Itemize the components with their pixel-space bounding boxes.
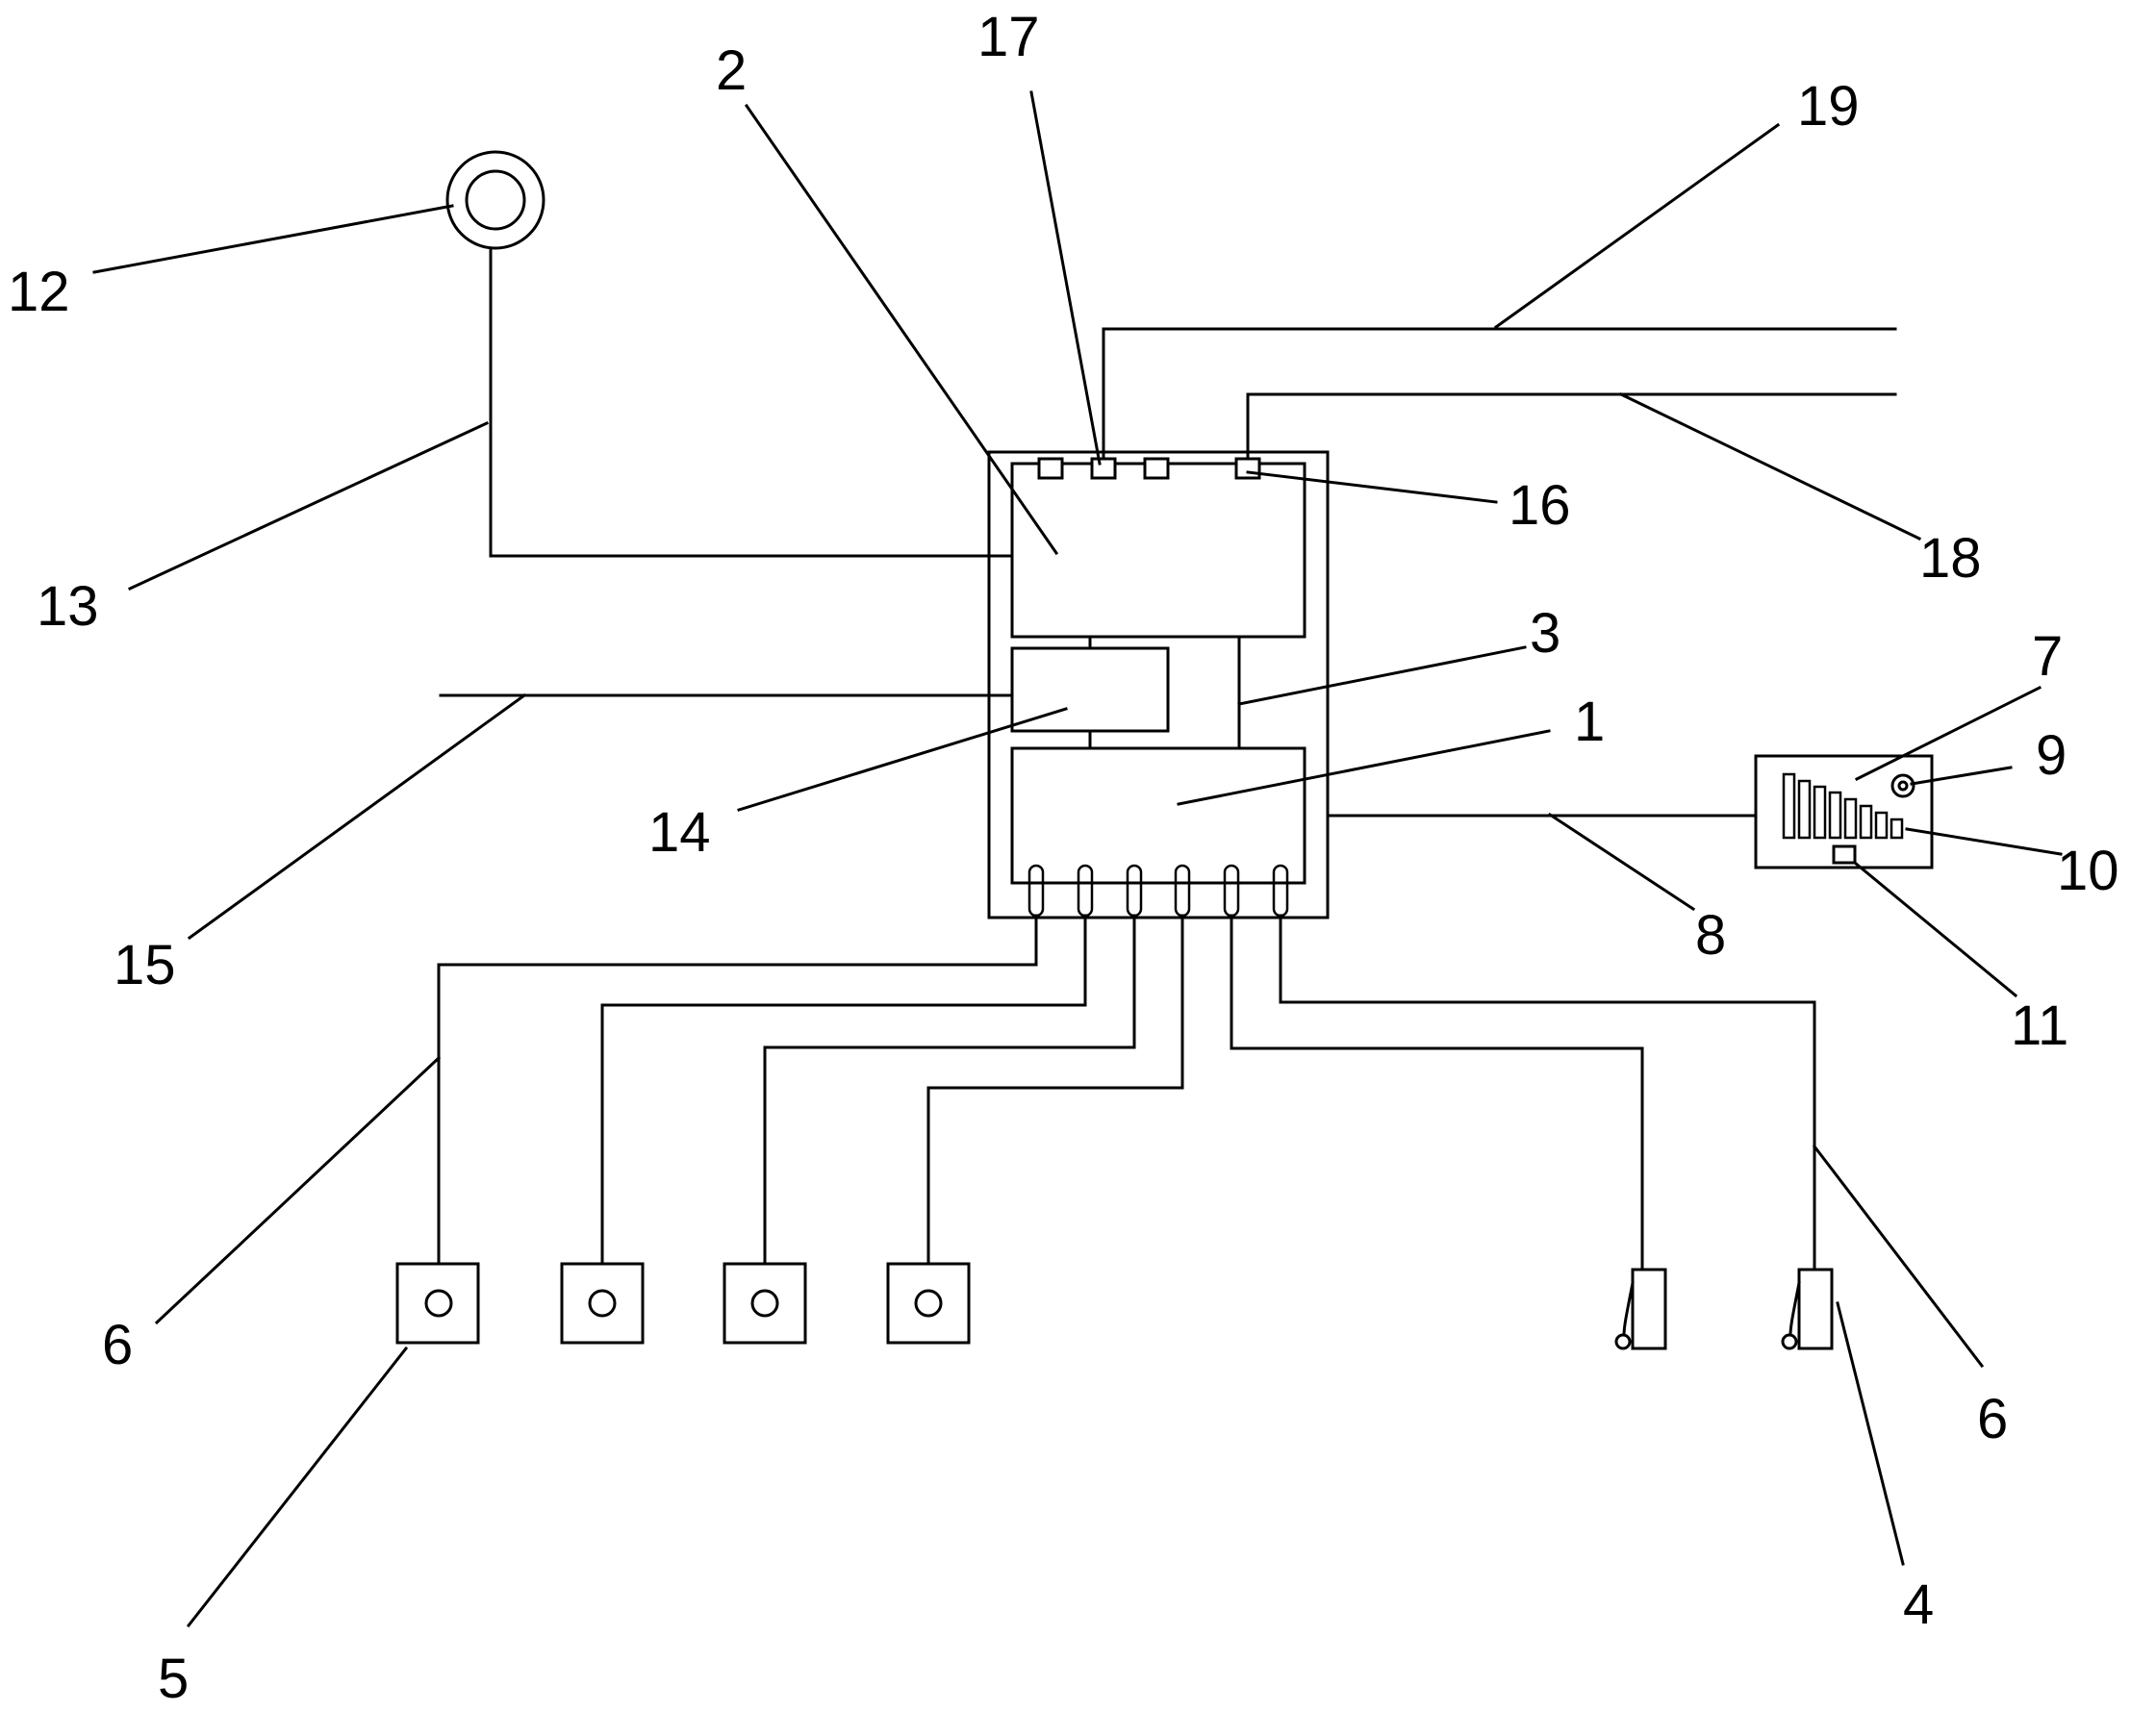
wire-sensor-a bbox=[437, 914, 1038, 1266]
indicator-9-inner bbox=[1897, 780, 1909, 792]
sensor-5-b-lens bbox=[588, 1289, 617, 1318]
label-1: 1 bbox=[1574, 691, 1605, 753]
sensor-5-a bbox=[395, 1262, 480, 1345]
label-13: 13 bbox=[37, 575, 99, 638]
top-port-16 bbox=[1234, 457, 1261, 480]
label-11: 11 bbox=[2011, 994, 2068, 1057]
label-8: 8 bbox=[1695, 904, 1726, 967]
button-11 bbox=[1832, 844, 1857, 865]
label-18: 18 bbox=[1919, 527, 1982, 590]
top-port-1 bbox=[1037, 457, 1064, 480]
wire-clip-b bbox=[1279, 914, 1816, 1271]
label-5: 5 bbox=[158, 1648, 189, 1710]
label-9: 9 bbox=[2036, 724, 2067, 787]
top-port-3 bbox=[1143, 457, 1170, 480]
clip-4-b bbox=[1781, 1268, 1834, 1350]
sensor-5-c bbox=[723, 1262, 807, 1345]
label-10: 10 bbox=[2057, 840, 2119, 902]
label-17: 17 bbox=[977, 6, 1040, 68]
label-2: 2 bbox=[716, 39, 747, 102]
label-14: 14 bbox=[648, 801, 711, 864]
label-12: 12 bbox=[8, 261, 70, 323]
label-19: 19 bbox=[1797, 75, 1860, 138]
sensor-5-c-lens bbox=[750, 1289, 779, 1318]
label-15: 15 bbox=[114, 934, 176, 996]
leader-lines bbox=[92, 90, 2063, 1628]
ring-12-outer bbox=[445, 150, 545, 250]
clip-4-a bbox=[1614, 1268, 1667, 1350]
top-port-17 bbox=[1090, 457, 1117, 480]
label-6-left: 6 bbox=[102, 1314, 133, 1376]
label-6-right: 6 bbox=[1977, 1388, 2008, 1450]
line-13 bbox=[489, 246, 1014, 558]
wire-clip-a bbox=[1230, 914, 1644, 1271]
sensor-5-a-lens bbox=[424, 1289, 453, 1318]
wire-sensor-b bbox=[600, 914, 1087, 1266]
sensor-5-d-lens bbox=[914, 1289, 943, 1318]
bar-indicators-10 bbox=[1782, 772, 1904, 840]
module-2-upper-box bbox=[1010, 462, 1306, 639]
module-1-lower-box bbox=[1010, 746, 1306, 885]
sensor-5-b bbox=[560, 1262, 645, 1345]
label-3: 3 bbox=[1530, 602, 1560, 665]
wire-sensor-c bbox=[763, 914, 1136, 1266]
ring-12-inner bbox=[465, 169, 526, 231]
label-4: 4 bbox=[1903, 1574, 1934, 1636]
label-16: 16 bbox=[1509, 474, 1571, 537]
wire-sensor-d bbox=[926, 914, 1184, 1266]
line-19 bbox=[1102, 327, 1897, 461]
sensor-5-d bbox=[886, 1262, 971, 1345]
label-7: 7 bbox=[2032, 625, 2063, 688]
indicator-9-outer bbox=[1890, 773, 1915, 798]
line-18 bbox=[1246, 392, 1897, 461]
